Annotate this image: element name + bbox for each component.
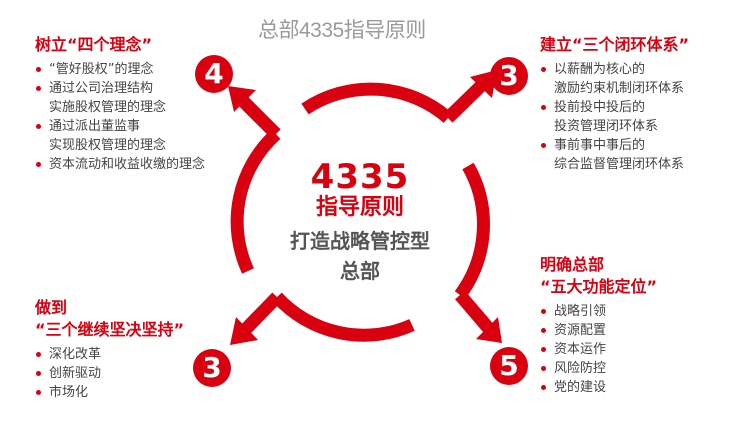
- arc-top: [301, 82, 453, 123]
- list-item: 市场化: [35, 383, 184, 402]
- group-heading: 树立“四个理念”: [35, 35, 153, 54]
- bullet-icon: [36, 352, 41, 357]
- arc-left: [230, 129, 281, 274]
- center-desc-line2: 总部: [340, 259, 380, 283]
- group-heading: 建立“三个闭环体系”: [540, 35, 690, 54]
- arrow-shaft-top-left: [235, 93, 281, 139]
- group-four-concepts: 树立“四个理念” “管好股权”的理念 通过公司治理结构实施股权管理的理念 通过派…: [35, 34, 205, 174]
- center-subtitle: 指导原则: [315, 195, 404, 220]
- bullet-icon: [36, 390, 41, 395]
- list-item: 党的建设: [540, 378, 657, 397]
- bullet-icon: [541, 347, 546, 352]
- badge-five: 5: [490, 347, 528, 385]
- center-number: 4335: [310, 157, 410, 197]
- bullet-icon: [541, 105, 546, 110]
- bullet-icon: [541, 143, 546, 148]
- group-heading-line1: 明确总部: [540, 255, 605, 274]
- bullet-list: 战略引领 资源配置 资本运作 风险防控 党的建设: [540, 302, 657, 397]
- list-item: 资本流动和收益收缴的理念: [35, 155, 205, 174]
- arc-bottom: [272, 292, 415, 342]
- bullet-icon: [36, 162, 41, 167]
- bullet-icon: [541, 309, 546, 314]
- list-item: 深化改革: [35, 345, 184, 364]
- group-heading-line2: “五大功能定位”: [540, 277, 658, 296]
- list-item: 事前事中事后的综合监督管理闭环体系: [540, 136, 689, 174]
- list-item: 创新驱动: [35, 364, 184, 383]
- list-item: 通过公司治理结构实施股权管理的理念: [35, 79, 205, 117]
- arrowhead-bottom-left: [230, 317, 258, 345]
- group-five-functions: 明确总部 “五大功能定位” 战略引领 资源配置 资本运作 风险防控 党的建设: [540, 254, 657, 397]
- bullet-list: 深化改革 创新驱动 市场化: [35, 345, 184, 402]
- bullet-icon: [541, 328, 546, 333]
- group-three-closed-loops: 建立“三个闭环体系” 以薪酬为核心的激励约束机制闭环体系 投前投中投后的投资管理…: [540, 34, 689, 174]
- bullet-icon: [541, 366, 546, 371]
- arc-right: [454, 162, 490, 299]
- list-item: 风险防控: [540, 359, 657, 378]
- bullet-list: “管好股权”的理念 通过公司治理结构实施股权管理的理念 通过派出董监事实现股权管…: [35, 60, 205, 174]
- badge-four: 4: [195, 55, 233, 93]
- group-heading-line1: 做到: [35, 298, 68, 317]
- arrow-shaft-top-right: [443, 77, 490, 123]
- badge-three-bottom: 3: [193, 349, 231, 387]
- bullet-icon: [36, 124, 41, 129]
- center-desc-line1: 打造战略管控型: [290, 229, 430, 253]
- arrow-shaft-bottom-left: [237, 292, 282, 338]
- bullet-list: 以薪酬为核心的激励约束机制闭环体系 投前投中投后的投资管理闭环体系 事前事中事后…: [540, 60, 689, 174]
- list-item: 战略引领: [540, 302, 657, 321]
- center-label: 4335 指导原则 打造战略管控型 总部: [265, 160, 455, 286]
- group-heading-line2: “三个继续坚决坚持”: [35, 320, 185, 339]
- arrow-shaft-bottom-right: [455, 290, 495, 335]
- list-item: 资本运作: [540, 340, 657, 359]
- list-item: 投前投中投后的投资管理闭环体系: [540, 98, 689, 136]
- list-item: 资源配置: [540, 321, 657, 340]
- bullet-icon: [541, 385, 546, 390]
- badge-three-top: 3: [490, 57, 528, 95]
- bullet-icon: [541, 67, 546, 72]
- bullet-icon: [36, 67, 41, 72]
- arrowhead-bottom-right: [476, 317, 502, 343]
- group-three-persistences: 做到 “三个继续坚决坚持” 深化改革 创新驱动 市场化: [35, 297, 184, 402]
- arrowhead-top-left: [228, 86, 256, 112]
- list-item: 通过派出董监事实现股权管理的理念: [35, 117, 205, 155]
- bullet-icon: [36, 371, 41, 376]
- diagram-title: 总部4335指导原则: [258, 19, 426, 42]
- list-item: 以薪酬为核心的激励约束机制闭环体系: [540, 60, 689, 98]
- list-item: “管好股权”的理念: [35, 60, 205, 79]
- bullet-icon: [36, 86, 41, 91]
